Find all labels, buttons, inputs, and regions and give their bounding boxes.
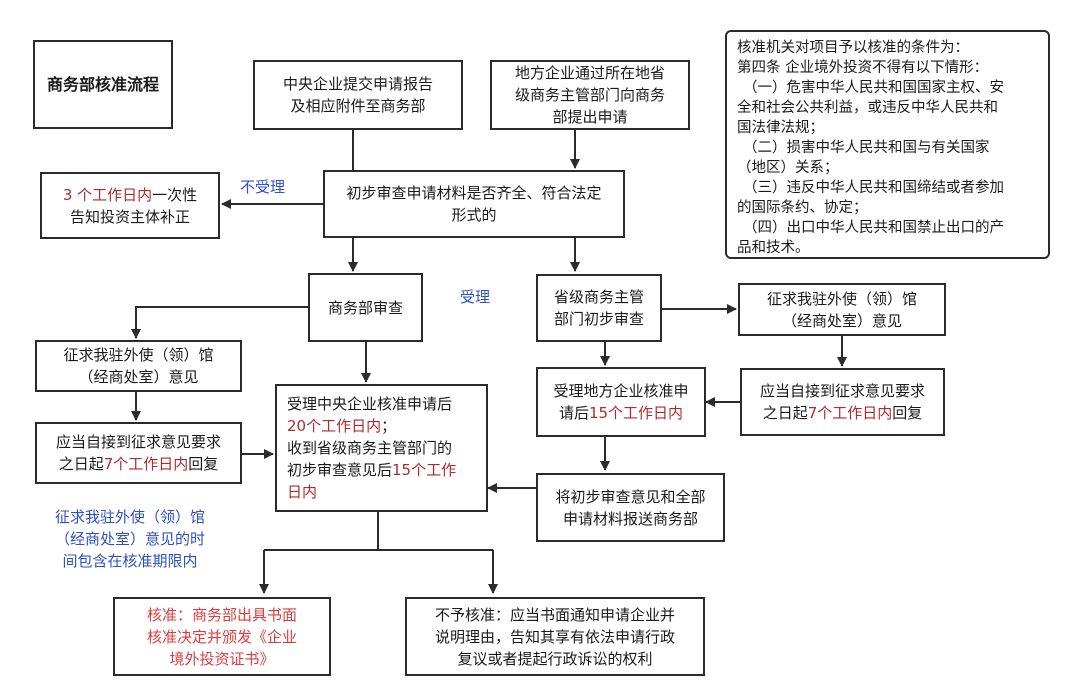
node-text: 征求我驻外使（领）馆	[63, 346, 214, 364]
node-text: （经商处室）意见	[781, 311, 902, 330]
deadline-text: 20个工作日内	[287, 417, 382, 435]
note-text: （经商处室）意见的时	[54, 530, 205, 548]
accepted-label: 受理	[460, 288, 491, 306]
note-text: 间包含在核准期限内	[62, 552, 198, 570]
node-text: 请后	[558, 404, 589, 422]
node-text: 初步审查申请材料是否齐全、符合法定	[346, 184, 602, 202]
note-line: 品和技术。	[737, 240, 810, 256]
node-text: 应当自接到征求意见要求	[55, 433, 221, 451]
node-text: 申请材料报送商务部	[562, 509, 698, 528]
node-text: 省级商务主管	[553, 288, 644, 306]
central-accept-node: 受理中央企业核准申请后 20个工作日内； 收到省级商务主管部门的 初步审查意见后…	[275, 384, 488, 512]
node-text: 说明理由，告知其享有依法申请行政	[434, 627, 675, 646]
reply-right-node: 应当自接到征求意见要求 之日起7个工作日内回复	[740, 368, 945, 436]
note-line: 核准机关对项目予以核准的条件为：	[737, 40, 969, 56]
local-submit-node: 地方企业通过所在地省 级商务主管部门向商务 部提出申请	[490, 60, 690, 130]
node-text: 部门初步审查	[553, 310, 644, 328]
deadline-text: 7个工作日内	[103, 455, 189, 473]
node-text: 核准：商务部出具书面	[146, 605, 297, 624]
node-text: 告知投资主体补正	[69, 207, 190, 226]
node-text: 中央企业提交申请报告	[282, 75, 433, 93]
note-line: 国法律法规；	[737, 120, 824, 136]
forward-materials-node: 将初步审查意见和全部 申请材料报送商务部	[536, 473, 725, 542]
node-text: 形式的	[451, 206, 497, 224]
node-text: 回复	[892, 404, 923, 422]
node-text: 应当自接到征求意见要求	[759, 382, 925, 400]
node-text: 收到省级商务主管部门的	[287, 439, 453, 457]
central-submit-node: 中央企业提交申请报告 及相应附件至商务部	[253, 60, 463, 130]
title-box: 商务部核准流程	[33, 40, 173, 129]
node-text: 商务部审查	[327, 298, 403, 317]
deadline-text: 15个工作日内	[588, 404, 684, 422]
embassy-time-note: 征求我驻外使（领）馆 （经商处室）意见的时 间包含在核准期限内	[40, 506, 220, 572]
page-title: 商务部核准流程	[46, 74, 159, 94]
node-text: （经商处室）意见	[78, 368, 199, 386]
node-text: 不予核准：应当书面通知申请企业并	[434, 605, 675, 624]
note-line: （地区）关系；	[737, 160, 839, 176]
note-line: （四）出口中华人民共和国禁止出口的产	[743, 220, 1004, 236]
arrow-mofcom-to-embassy-left	[131, 306, 308, 339]
mofcom-review-node: 商务部审查	[308, 273, 423, 342]
node-text: 核准决定并颁发《企业	[146, 627, 297, 646]
deadline-text: 7个工作日内	[807, 404, 893, 422]
node-text: 受理地方企业核准申	[553, 382, 689, 400]
deadline-text: 日内	[287, 483, 318, 501]
note-line: （三）违反中华人民共和国缔结或者参加	[743, 180, 1004, 196]
approve-node: 核准：商务部出具书面 核准决定并颁发《企业 境外投资证书》	[113, 597, 331, 676]
node-text: 之日起	[58, 455, 104, 473]
conditions-note: 核准机关对项目予以核准的条件为： 第四条 企业境外投资不得有以下情形： （一）危…	[725, 30, 1050, 259]
reject-node: 不予核准：应当书面通知申请企业并 说明理由，告知其享有依法申请行政 复议或者提起…	[405, 597, 705, 676]
note-line: 的国际条约、协定；	[737, 200, 868, 216]
node-text: 之日起	[762, 404, 808, 422]
node-text: 将初步审查意见和全部	[555, 487, 706, 506]
node-text: 征求我驻外使（领）馆	[766, 289, 917, 308]
deadline-text: 15个工作	[392, 461, 457, 479]
node-text: 及相应附件至商务部	[290, 97, 426, 115]
node-text: ；	[381, 417, 397, 435]
not-accepted-label: 不受理	[240, 178, 286, 196]
notify-supplement-node: 3 个工作日内一次性 告知投资主体补正	[40, 172, 220, 239]
node-text: 受理中央企业核准申请后	[287, 395, 453, 413]
note-line: 第四条 企业境外投资不得有以下情形：	[737, 60, 989, 76]
note-text: 征求我驻外使（领）馆	[54, 508, 205, 526]
node-text: 回复	[188, 455, 219, 473]
note-line: 全和社会公共利益，或违反中华人民共和	[737, 100, 998, 116]
embassy-consult-right-node: 征求我驻外使（领）馆 （经商处室）意见	[738, 283, 946, 336]
node-text: 级商务主管部门向商务	[514, 86, 665, 104]
local-accept-node: 受理地方企业核准申 请后15个工作日内	[536, 367, 706, 437]
node-text: 部提出申请	[552, 108, 628, 126]
node-text: 复议或者提起行政诉讼的权利	[457, 649, 653, 668]
initial-review-node: 初步审查申请材料是否齐全、符合法定 形式的	[323, 170, 625, 238]
embassy-consult-left-node: 征求我驻外使（领）馆 （经商处室）意见	[35, 340, 242, 392]
deadline-text: 3 个工作日内	[62, 185, 153, 204]
provincial-review-node: 省级商务主管 部门初步审查	[536, 274, 662, 342]
reply-left-node: 应当自接到征求意见要求 之日起7个工作日内回复	[35, 422, 242, 484]
node-text: 一次性	[152, 185, 198, 204]
node-text: 初步审查意见后	[287, 461, 393, 479]
node-text: 境外投资证书》	[169, 649, 275, 668]
note-line: （二）损害中华人民共和国与有关国家	[743, 140, 990, 156]
note-line: （一）危害中华人民共和国国家主权、安	[743, 80, 1004, 96]
node-text: 地方企业通过所在地省	[514, 64, 665, 82]
